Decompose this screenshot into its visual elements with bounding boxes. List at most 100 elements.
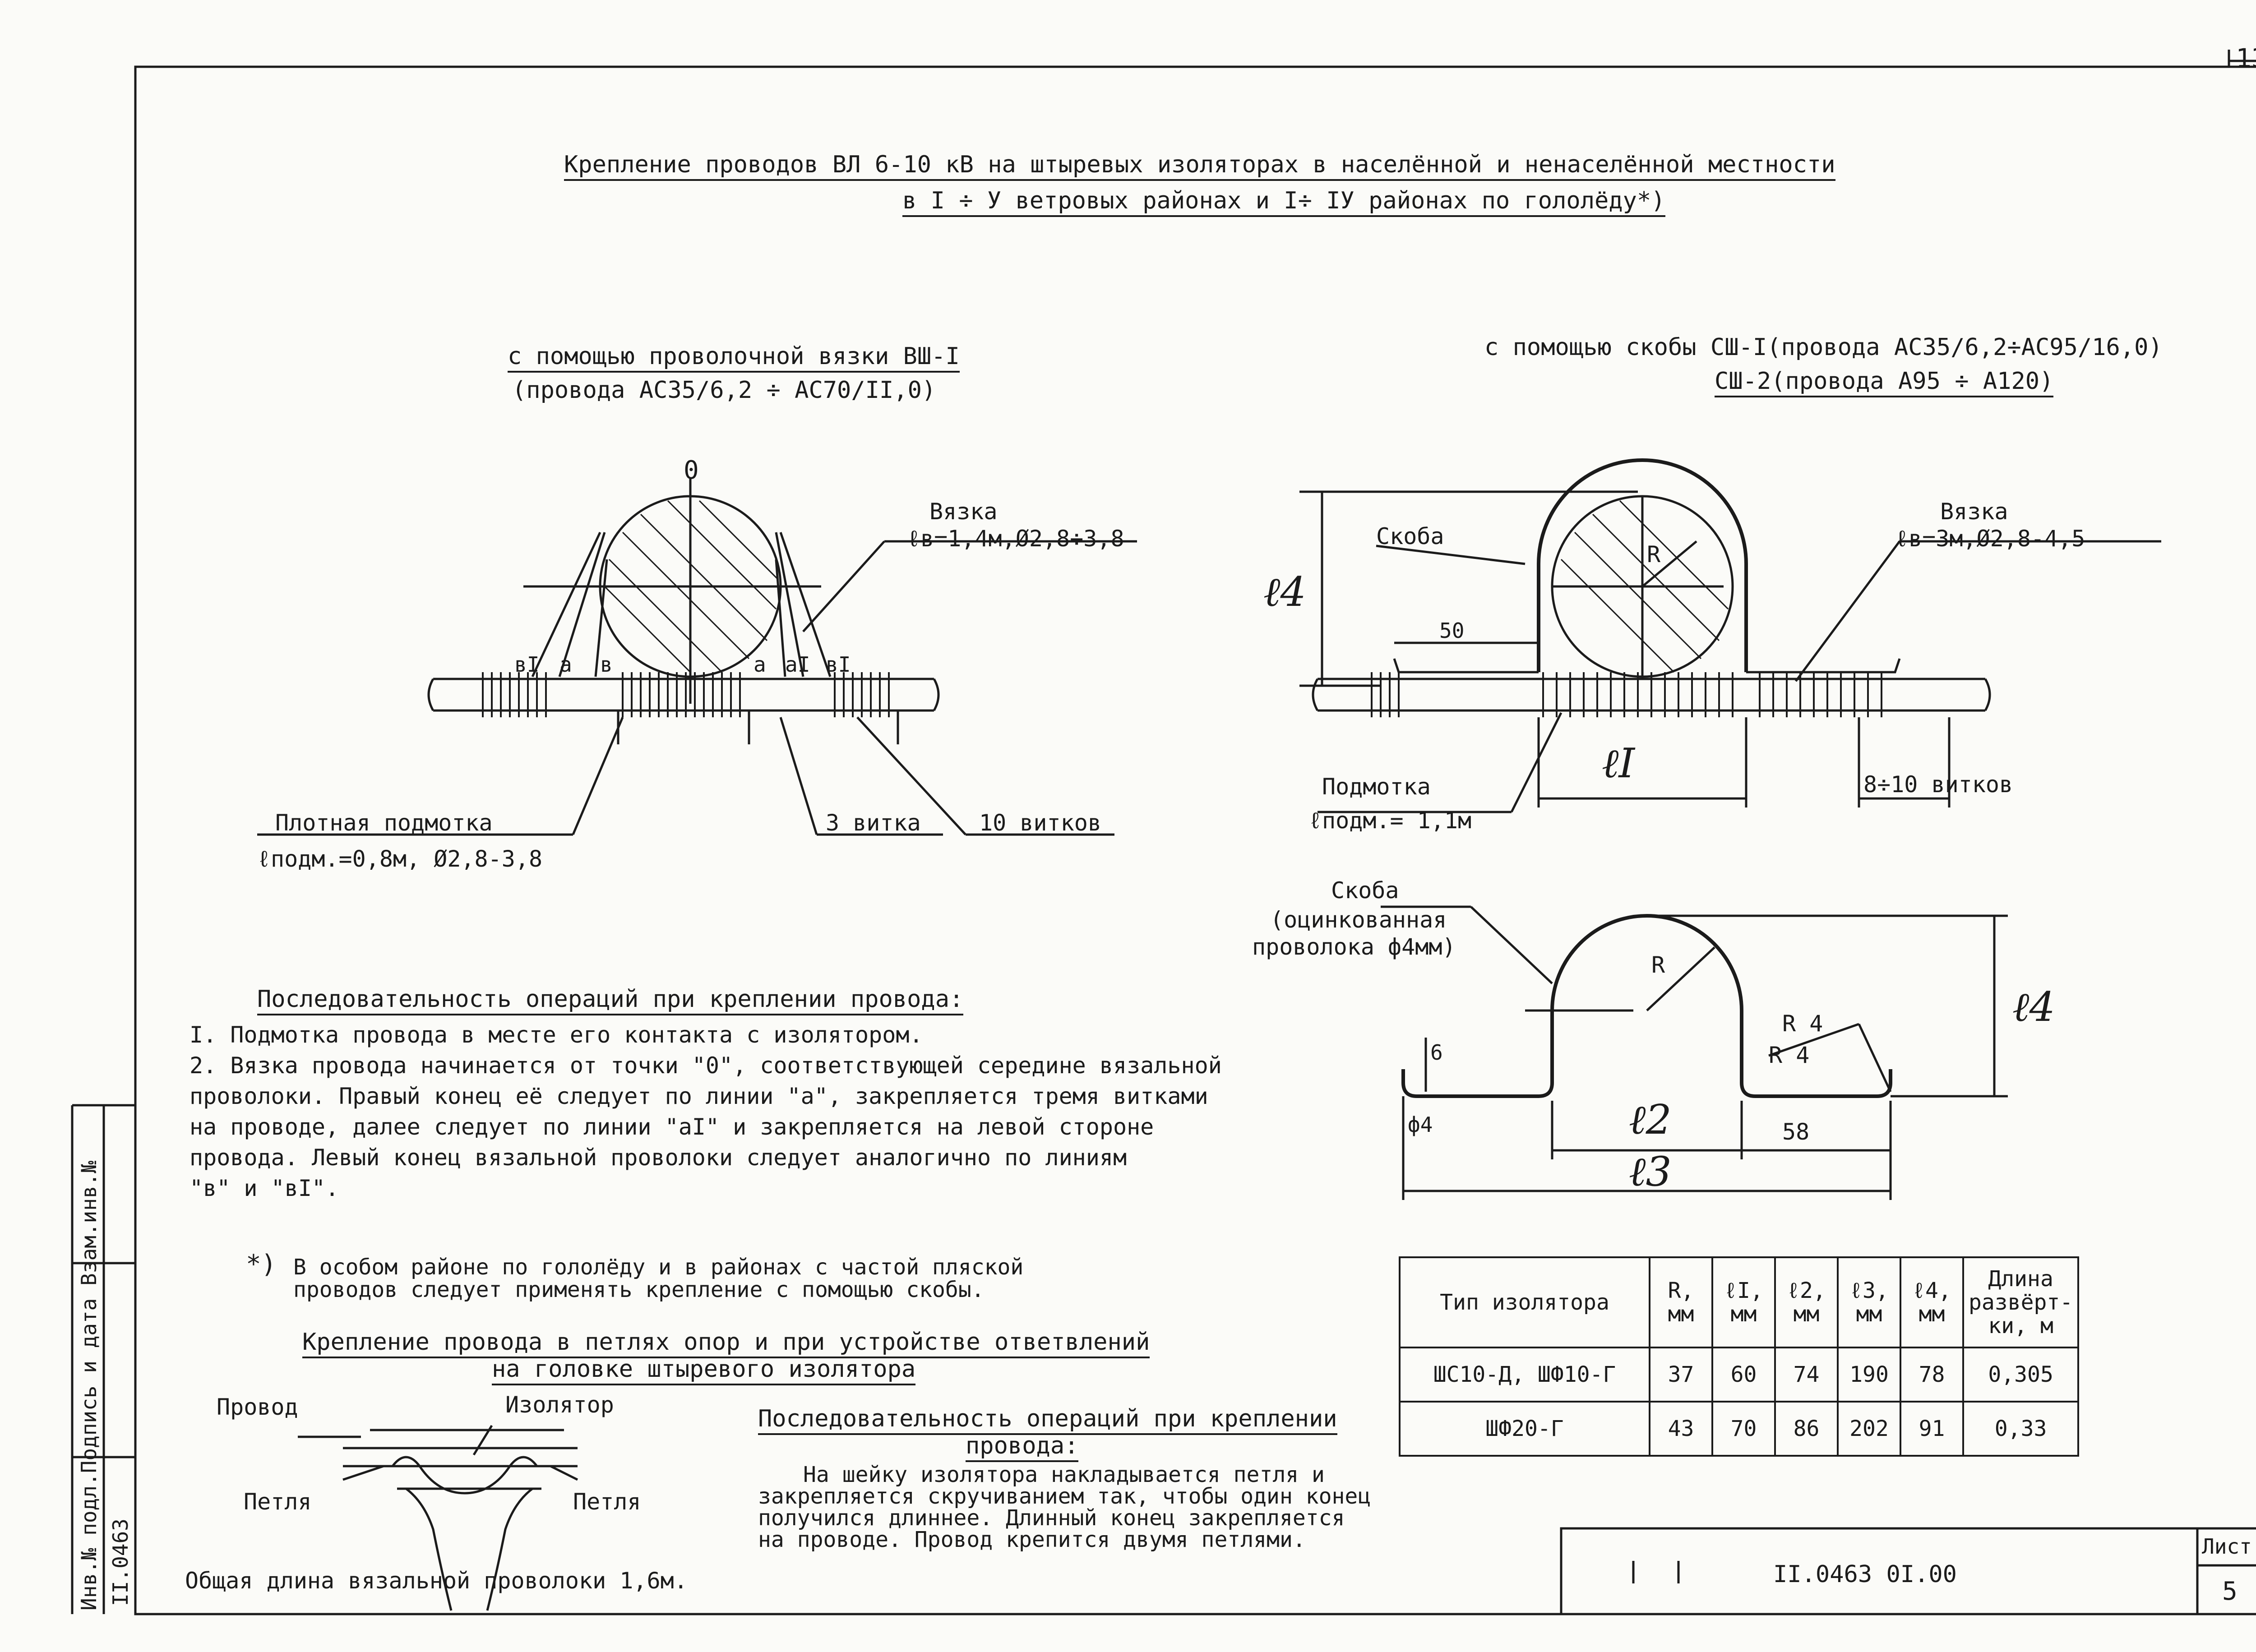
mark-a1-right: аI: [785, 652, 810, 677]
table-cell: 70: [1711, 1401, 1776, 1457]
header-l2: ℓ2, мм: [1774, 1256, 1839, 1348]
table-cell: 43: [1649, 1401, 1713, 1457]
loop-seq-line: закрепляется скручиванием так, чтобы оди…: [758, 1484, 1371, 1509]
loop-heading2: на головке штыревого изолятора: [492, 1356, 916, 1385]
right-heading1: с помощью скобы СШ-I(провода АС35/6,2÷АС…: [1484, 334, 2163, 361]
sheet-number: 5: [2222, 1577, 2238, 1606]
table-cell: 190: [1837, 1347, 1901, 1403]
sheet-frame: [134, 65, 2256, 1615]
left-tie-length: ℓв=1,4м,Ø2,8÷3,8: [907, 526, 1124, 552]
mark-a-left: а: [559, 652, 572, 677]
loop-wire-label: Провод: [217, 1394, 298, 1420]
detail-r4-bottom: R 4: [1769, 1042, 1810, 1068]
side-stamp-text: Инв.№ подл.Подпись и дата Взам.инв.№: [77, 1161, 101, 1610]
loop-seq-body: На шейку изолятора накладывается петля и…: [758, 1464, 1371, 1550]
sequence-body: I. Подмотка провода в месте его контакта…: [190, 1020, 1222, 1204]
sheet-label: Лист: [2202, 1534, 2252, 1559]
table-cell: 86: [1774, 1401, 1839, 1457]
detail-r4-top: R 4: [1782, 1011, 1823, 1037]
detail-label3: проволока ф4мм): [1252, 934, 1456, 960]
turns-3-label: 3 витка: [826, 810, 921, 836]
loop-total-length: Общая длина вязальной проволоки 1,6м.: [185, 1568, 688, 1594]
table-cell: 0,33: [1962, 1401, 2080, 1457]
detail-dim-6: 6: [1430, 1040, 1443, 1065]
loop-sketch-drawing: [298, 1425, 578, 1611]
detail-label1: Скоба: [1331, 877, 1399, 904]
detail-l3: ℓ3: [1629, 1148, 1672, 1195]
left-tie-label: Вязка: [929, 498, 998, 525]
sequence-line: на проводе, далее следует по линии "аI" …: [190, 1114, 1154, 1140]
header-r: R, мм: [1649, 1256, 1713, 1348]
detail-dim-4: ф4: [1408, 1112, 1433, 1137]
loop-seq-heading1: Последовательность операций при креплени…: [758, 1405, 1337, 1435]
footnote-line2: проводов следует применять крепление с п…: [293, 1277, 985, 1302]
bracket-detail-drawing: [1381, 905, 2008, 1200]
detail-l4: ℓ4: [2012, 983, 2055, 1031]
mark-v1-left: вI: [514, 652, 540, 677]
detail-radius: R: [1651, 952, 1665, 978]
table-cell: 37: [1649, 1347, 1713, 1403]
left-heading1: с помощью проволочной вязки ВШ-I: [508, 343, 960, 373]
right-bracket-drawing: [1299, 458, 2161, 813]
loop-right-label: Петля: [573, 1489, 641, 1515]
right-radius-label: R: [1647, 541, 1661, 568]
header-length: Длина развёрт-ки, м: [1962, 1256, 2080, 1348]
page-title-line1: Крепление проводов ВЛ 6-10 кВ на штыревы…: [564, 151, 1835, 181]
table-cell: 78: [1900, 1347, 1964, 1403]
left-heading2: (провода АС35/6,2 ÷ АС70/II,0): [512, 377, 936, 404]
header-type: Тип изолятора: [1399, 1256, 1650, 1348]
right-tie-length: ℓв=3м,Ø2,8-4,5: [1895, 526, 2085, 552]
corner-number: 13: [2236, 43, 2256, 74]
header-l3: ℓ3, мм: [1837, 1256, 1901, 1348]
header-l4: ℓ4, мм: [1900, 1256, 1964, 1348]
sequence-line: "в" и "вI".: [190, 1175, 339, 1201]
detail-dim-58: 58: [1782, 1119, 1810, 1145]
loop-left-label: Петля: [244, 1489, 312, 1515]
loop-seq-line: На шейку изолятора накладывается петля и: [803, 1462, 1325, 1487]
left-wrap-length: ℓподм.=0,8м, Ø2,8-3,8: [257, 846, 543, 872]
loop-heading1: Крепление провода в петлях опор и при ус…: [302, 1329, 1150, 1358]
table-cell: ШФ20-Г: [1399, 1401, 1650, 1457]
left-wrap-label: Плотная подмотка: [275, 810, 493, 836]
document-code: II.0463 0I.00: [1773, 1561, 1957, 1588]
table-cell: 60: [1711, 1347, 1776, 1403]
right-tie-label: Вязка: [1940, 498, 2008, 525]
sequence-line: I. Подмотка провода в месте его контакта…: [190, 1022, 923, 1048]
footnote-line1: В особом районе по гололёду и в районах …: [293, 1255, 1024, 1280]
side-stamp-number: II.0463: [108, 1518, 133, 1606]
mark-v1-right: вI: [826, 652, 851, 677]
table-row: ШФ20-Г 43 70 86 202 91 0,33: [1399, 1401, 2080, 1457]
header-l1: ℓI, мм: [1711, 1256, 1776, 1348]
sequence-line: 2. Вязка провода начинается от точки "0"…: [190, 1052, 1222, 1079]
loop-seq-line: на проводе. Провод крепится двумя петлям…: [758, 1527, 1306, 1552]
footnote-mark: *): [246, 1250, 277, 1279]
loop-seq-heading2: провода:: [966, 1432, 1079, 1462]
sequence-line: провода. Левый конец вязальной проволоки…: [190, 1144, 1127, 1171]
page-title-line2: в I ÷ У ветровых районах и I÷ IУ районах…: [902, 187, 1665, 217]
point-o-label: 0: [684, 456, 699, 485]
table-cell: 0,305: [1962, 1347, 2080, 1403]
table-row: ШС10-Д, ШФ10-Г 37 60 74 190 78 0,305: [1399, 1347, 2080, 1403]
detail-l2: ℓ2: [1629, 1096, 1672, 1144]
mark-v-left: в: [600, 652, 613, 677]
dim-50-label: 50: [1439, 618, 1465, 643]
right-bracket-label: Скоба: [1376, 523, 1444, 549]
sequence-heading: Последовательность операций при креплени…: [257, 986, 964, 1015]
loop-seq-line: получился длиннее. Длинный конец закрепл…: [758, 1505, 1345, 1531]
sequence-line: проволоки. Правый конец её следует по ли…: [190, 1083, 1208, 1109]
right-heading2: СШ-2(провода А95 ÷ А120): [1715, 368, 2054, 397]
table-cell: 91: [1900, 1401, 1964, 1457]
right-l1-label: ℓI: [1602, 740, 1635, 787]
detail-label2: (оцинкованная: [1270, 907, 1447, 933]
left-binding-drawing: [257, 478, 1137, 836]
right-wrap-length: ℓподм.= 1,1м: [1308, 808, 1472, 834]
table-header-row: Тип изолятора R, мм ℓI, мм ℓ2, мм ℓ3, мм…: [1399, 1256, 2080, 1348]
table-cell: 74: [1774, 1347, 1839, 1403]
right-wrap-label: Подмотка: [1322, 774, 1431, 800]
table-cell: ШС10-Д, ШФ10-Г: [1399, 1347, 1650, 1403]
spec-table: Тип изолятора R, мм ℓI, мм ℓ2, мм ℓ3, мм…: [1399, 1256, 2080, 1457]
mark-a-right: а: [754, 652, 766, 677]
turns-10-label: 10 витков: [979, 810, 1101, 836]
right-l4-label: ℓ4: [1263, 568, 1306, 616]
